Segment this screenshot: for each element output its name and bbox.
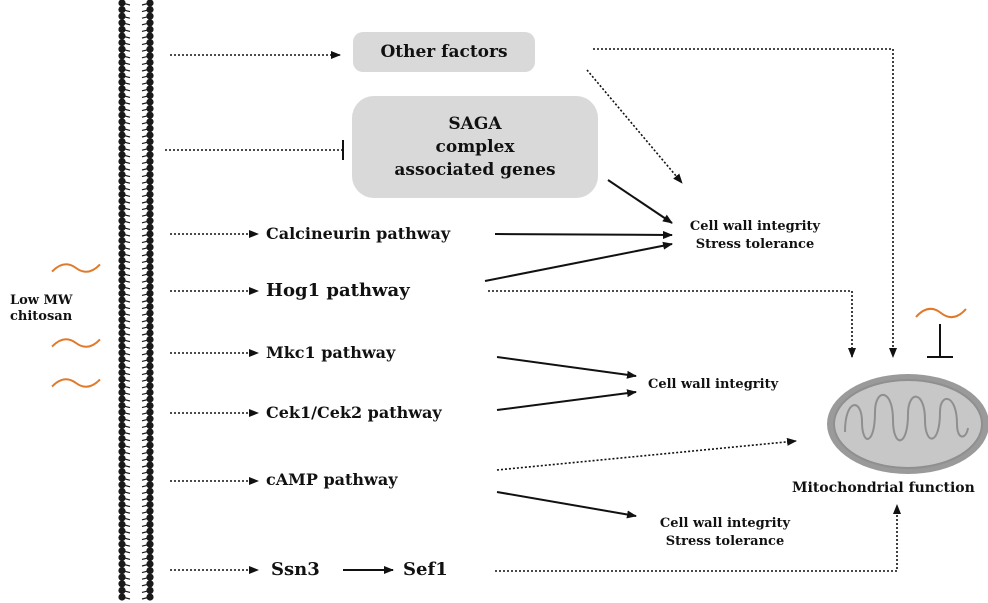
chitosan-label-line1: Low MW [10, 293, 73, 308]
mkc1-pathway-label: Mkc1 pathway [266, 343, 396, 362]
cell-membrane [118, 0, 154, 601]
arrow-calcineurin-to-top-outcome [494, 230, 673, 239]
arrow-sef1-to-mitochondria [495, 504, 901, 572]
camp-pathway-label: cAMP pathway [266, 470, 398, 489]
chitosan-waves [51, 263, 967, 388]
outcome-bottom-line2: Stress tolerance [665, 534, 785, 549]
arrow-camp-to-mitochondria [496, 437, 797, 471]
arrow-camp-to-bottom-outcome [496, 491, 637, 519]
arrow-mkc1-to-middle-outcome [496, 356, 637, 379]
arrow-hog1-to-top-outcome [484, 241, 673, 282]
chitosan-wave-icon [51, 263, 101, 273]
arrow-other-factors-to-mitochondria [593, 48, 897, 358]
sef1-label: Sef1 [403, 559, 448, 580]
cek-pathway-label: Cek1/Cek2 pathway [266, 403, 442, 422]
arrow-saga-to-top-outcome [607, 179, 673, 224]
outcome-middle: Cell wall integrity [648, 377, 779, 392]
outcome-top-line2: Stress tolerance [695, 237, 815, 252]
ssn3-label: Ssn3 [271, 559, 320, 580]
chitosan-wave-icon [915, 307, 967, 319]
chitosan-label: Low MW chitosan [10, 293, 73, 325]
arrows-layer [165, 48, 953, 574]
saga-label-line3: associated genes [394, 159, 556, 180]
chitosan-wave-icon [51, 378, 101, 388]
saga-complex-box: SAGA complex associated genes [352, 96, 598, 198]
outcome-bottom: Cell wall integrity Stress tolerance [650, 515, 800, 551]
mitochondrion-icon [827, 374, 988, 474]
hog1-pathway-label: Hog1 pathway [266, 280, 410, 301]
saga-label-line1: SAGA [448, 113, 502, 134]
mitochondrial-function-label: Mitochondrial function [792, 480, 975, 496]
saga-label-line2: complex [435, 136, 515, 157]
chitosan-label-line2: chitosan [10, 309, 73, 324]
arrow-other-factors-to-top-outcome [586, 69, 683, 184]
other-factors-box: Other factors [353, 32, 535, 72]
arrow-cek-to-middle-outcome [496, 389, 637, 411]
outcome-bottom-line1: Cell wall integrity [659, 516, 791, 531]
arrow-hog1-to-mitochondria [488, 290, 856, 358]
calcineurin-pathway-label: Calcineurin pathway [266, 224, 451, 243]
outcome-top: Cell wall integrity Stress tolerance [680, 218, 830, 254]
outcome-top-line1: Cell wall integrity [689, 219, 821, 234]
other-factors-label: Other factors [380, 42, 508, 62]
chitosan-wave-icon [51, 338, 101, 348]
